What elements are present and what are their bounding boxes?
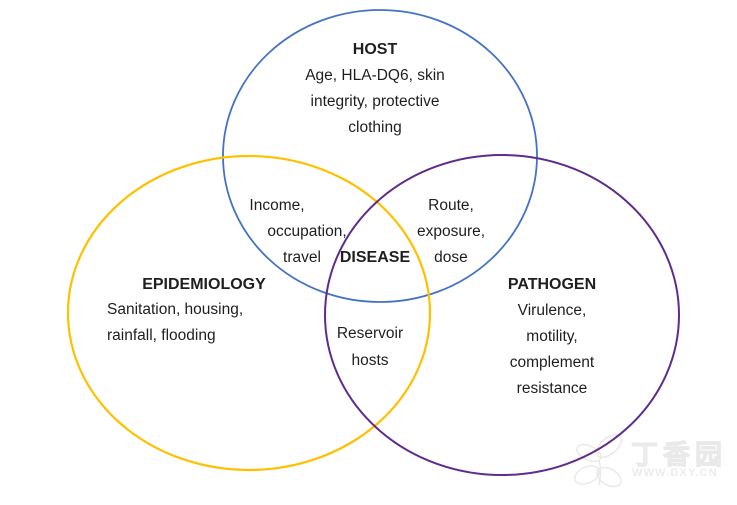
epidemiology-pathogen-line: hosts — [351, 352, 389, 369]
watermark-brand: 丁香园 — [631, 440, 727, 471]
epidemiology-title: EPIDEMIOLOGY — [142, 276, 266, 293]
host-epidemiology-line: Income, — [249, 197, 305, 214]
pathogen-circle — [324, 154, 680, 476]
host-pathogen-line: Route, — [428, 197, 474, 214]
host-line: clothing — [348, 119, 402, 136]
watermark: 丁香园 WWW.DXY.CN — [569, 429, 729, 499]
watermark-url: WWW.DXY.CN — [632, 467, 718, 479]
host-pathogen-line: dose — [434, 249, 468, 266]
host-line: Age, HLA-DQ6, skin — [305, 67, 445, 84]
host-region-label: HOST Age, HLA-DQ6, skin integrity, prote… — [305, 37, 445, 141]
pathogen-title: PATHOGEN — [507, 276, 597, 293]
epidemiology-line: Sanitation, housing, — [107, 301, 244, 318]
host-line: integrity, protective — [310, 93, 440, 110]
host-circle — [222, 9, 538, 303]
host-epidemiology-line: travel — [283, 249, 321, 266]
pathogen-line: complement — [509, 354, 595, 371]
host-pathogen-label: Route, exposure, dose — [417, 193, 485, 271]
disease-center-label: DISEASE — [339, 249, 411, 266]
epidemiology-pathogen-label: Reservoir hosts — [337, 320, 403, 374]
host-pathogen-line: exposure, — [416, 223, 486, 240]
pathogen-line: resistance — [516, 380, 588, 397]
pathogen-region-label: PATHOGEN Virulence, motility, complement… — [508, 272, 596, 402]
host-epidemiology-line: occupation, — [267, 223, 347, 240]
clover-leaf-icon — [573, 433, 623, 488]
pathogen-line: motility, — [526, 328, 578, 345]
pathogen-line: Virulence, — [517, 302, 587, 319]
epidemiology-pathogen-line: Reservoir — [336, 325, 404, 342]
epidemiology-line: rainfall, flooding — [107, 327, 216, 344]
epidemiology-circle — [66, 154, 432, 472]
host-title: HOST — [352, 41, 398, 58]
